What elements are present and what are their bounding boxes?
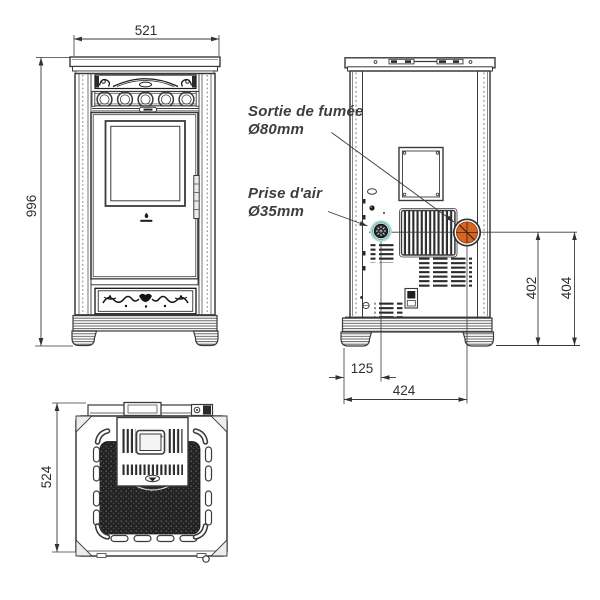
bottom-left-grille <box>374 300 403 317</box>
front-width-label: 521 <box>135 23 158 38</box>
air-intake-annotation: Prise d'air Ø35mm <box>248 185 322 220</box>
door-window <box>104 120 186 207</box>
back-base <box>340 316 495 347</box>
smoke-outlet-leader <box>331 132 455 223</box>
brand-logo <box>140 212 153 222</box>
front-door <box>90 111 200 286</box>
back-height-dimensions <box>535 232 577 346</box>
front-height-dimension <box>35 57 73 347</box>
front-arches-band <box>91 90 200 113</box>
air-intake-offset-label: 125 <box>351 361 374 376</box>
back-view <box>327 57 580 404</box>
pivot-hole <box>202 555 210 563</box>
smoke-outlet-height-label: 404 <box>559 276 574 299</box>
air-intake-title: Prise d'air <box>248 185 323 202</box>
drain-screw <box>360 296 370 310</box>
air-intake-port <box>370 220 392 242</box>
front-ornament-band <box>94 74 197 90</box>
air-intake-diameter: Ø35mm <box>248 202 305 220</box>
smoke-outlet-annotation: Sortie de fumée Ø80mm <box>248 103 364 138</box>
power-inlet <box>404 287 419 309</box>
back-offset-dimensions <box>329 375 467 402</box>
smoke-outlet-offset-label: 424 <box>393 383 416 398</box>
top-depth-label: 524 <box>39 465 54 488</box>
lower-vent-grille <box>419 257 472 289</box>
smoke-outlet-diameter: Ø80mm <box>248 120 305 138</box>
front-floral-panel <box>94 287 197 315</box>
air-intake-grille <box>370 243 395 263</box>
front-base <box>71 314 219 347</box>
top-view <box>52 401 228 563</box>
front-height-label: 996 <box>24 195 39 218</box>
top-control-panel <box>116 416 189 487</box>
front-view <box>35 35 221 347</box>
front-width-dimension <box>73 35 220 56</box>
door-hinge <box>193 175 200 219</box>
smoke-outlet-port <box>452 218 482 247</box>
air-intake-height-label: 402 <box>524 277 539 300</box>
back-small-fittings <box>362 188 385 271</box>
smoke-outlet-title: Sortie de fumée <box>248 103 364 120</box>
top-rear-rail <box>87 401 214 417</box>
front-top-plate <box>69 56 221 74</box>
air-intake-leader <box>327 211 368 227</box>
back-top-plate <box>344 57 496 72</box>
access-panel <box>398 146 444 202</box>
exhaust-grille <box>399 208 458 258</box>
top-depth-dimension <box>52 402 86 553</box>
burner-arc <box>135 485 170 491</box>
top-vent-slots <box>92 428 213 543</box>
